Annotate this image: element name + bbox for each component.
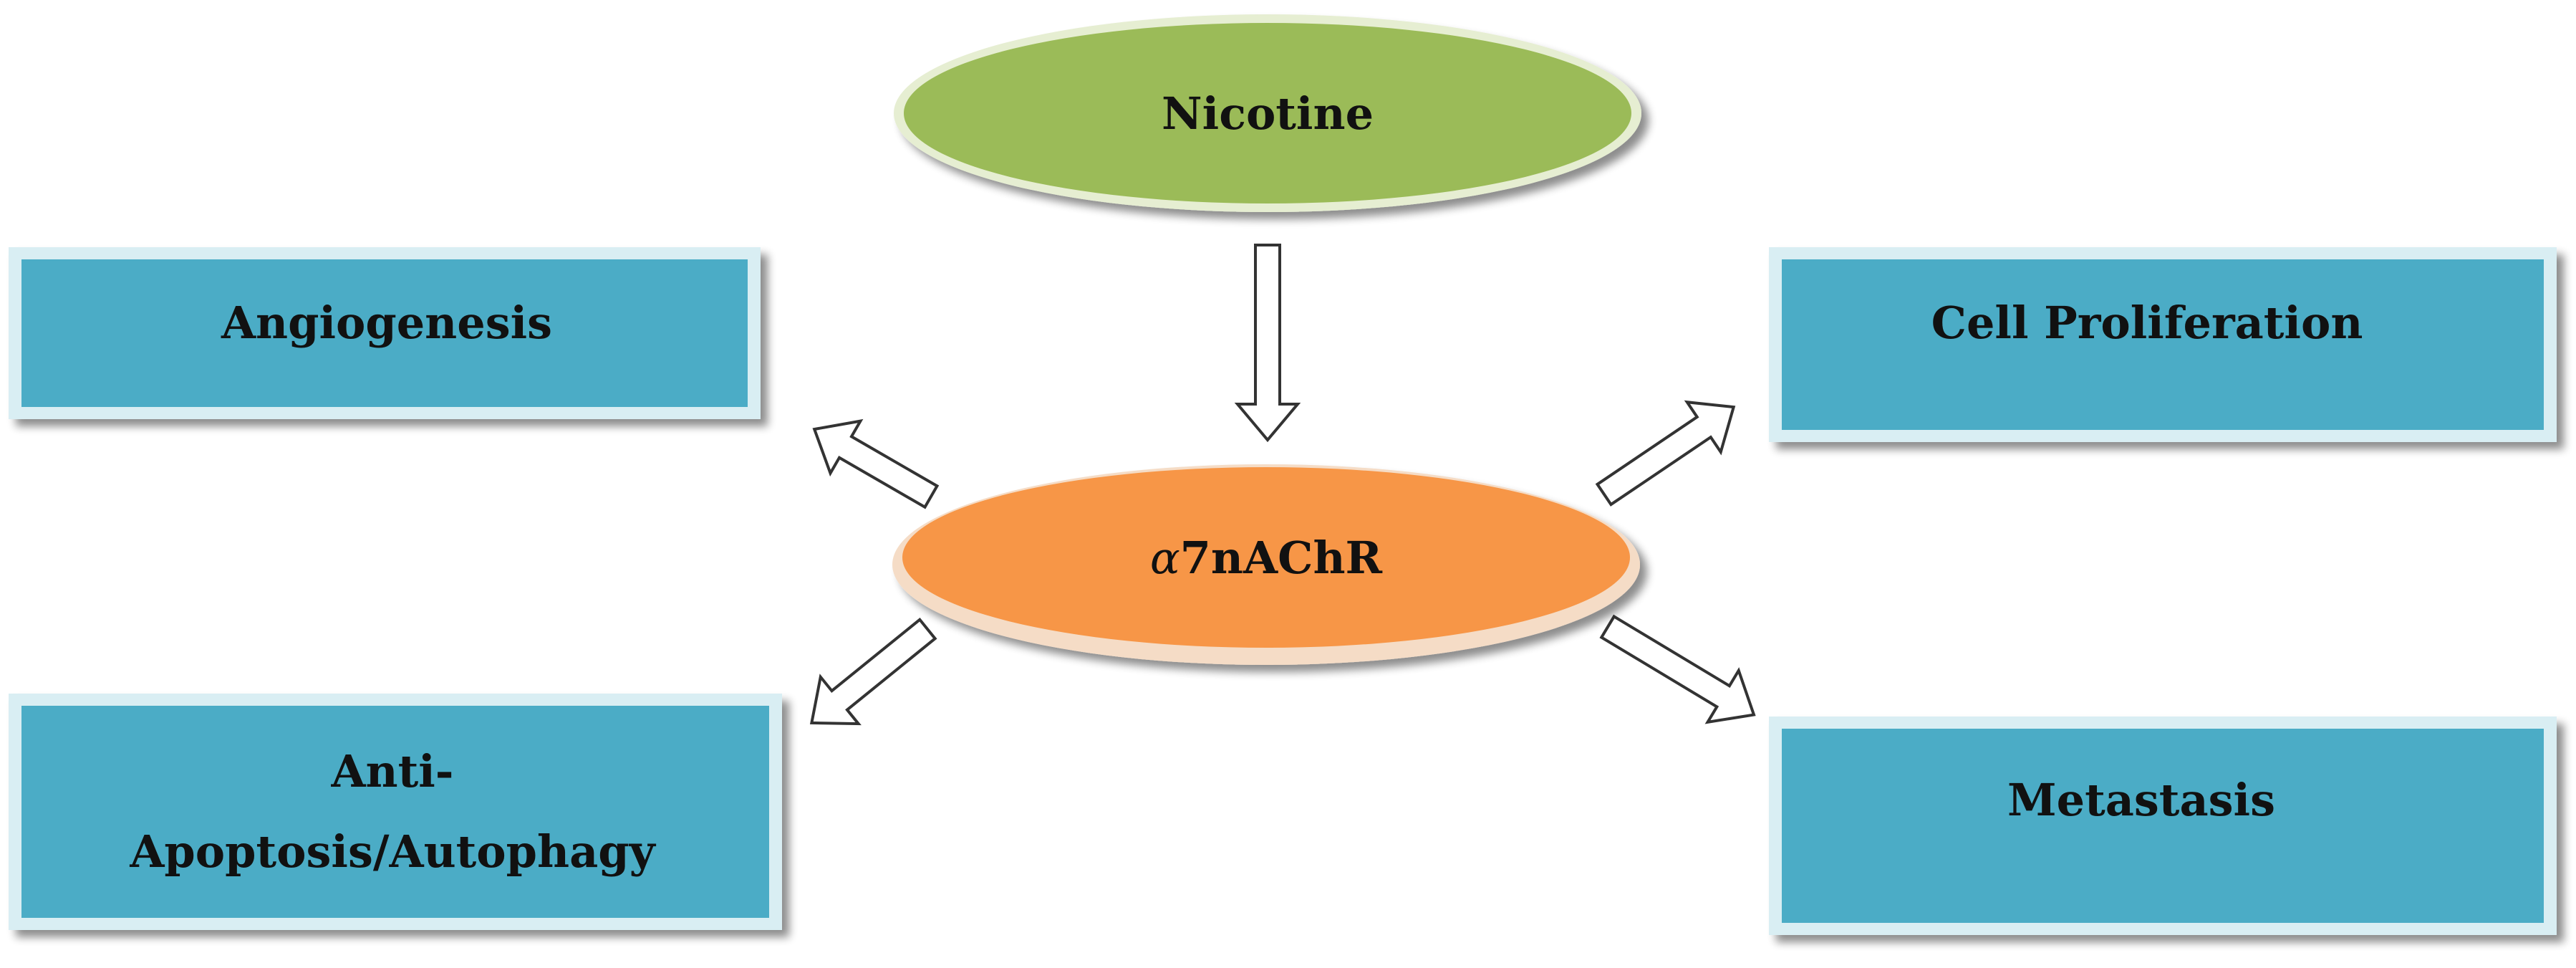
arrow-receptor-to-cell-proliferation	[1595, 400, 1736, 507]
cell-proliferation-label: Cell Proliferation	[1931, 297, 2363, 349]
node-metastasis	[1769, 717, 2557, 935]
arrow-nicotine-to-receptor	[1234, 244, 1301, 443]
metastasis-label: Metastasis	[2007, 774, 2275, 826]
arrow-receptor-to-anti-apoptosis	[809, 617, 937, 726]
anti-apoptosis-label-line2: Apoptosis/Autophagy	[129, 825, 656, 878]
arrow-receptor-to-angiogenesis	[812, 418, 940, 509]
metastasis-box	[1782, 729, 2544, 923]
anti-apoptosis-box	[21, 706, 769, 918]
nicotine-ellipse	[904, 23, 1631, 203]
receptor-label: α7nAChR	[1150, 532, 1383, 584]
node-receptor	[892, 464, 1640, 665]
arrows-group	[809, 244, 1756, 726]
anti-apoptosis-label-line1: Anti-	[330, 745, 453, 797]
cell-proliferation-box	[1782, 259, 2544, 430]
node-anti-apoptosis	[9, 694, 782, 930]
arrow-receptor-to-metastasis	[1599, 614, 1756, 724]
receptor-label-rest: 7nAChR	[1180, 532, 1383, 584]
nicotine-label: Nicotine	[1162, 87, 1374, 140]
receptor-ellipse	[902, 467, 1630, 648]
angiogenesis-label: Angiogenesis	[221, 297, 552, 349]
node-cell-proliferation	[1769, 247, 2557, 442]
receptor-label-greek: α	[1150, 532, 1180, 584]
node-nicotine	[894, 14, 1641, 212]
node-angiogenesis	[9, 247, 761, 419]
angiogenesis-box	[21, 259, 748, 407]
